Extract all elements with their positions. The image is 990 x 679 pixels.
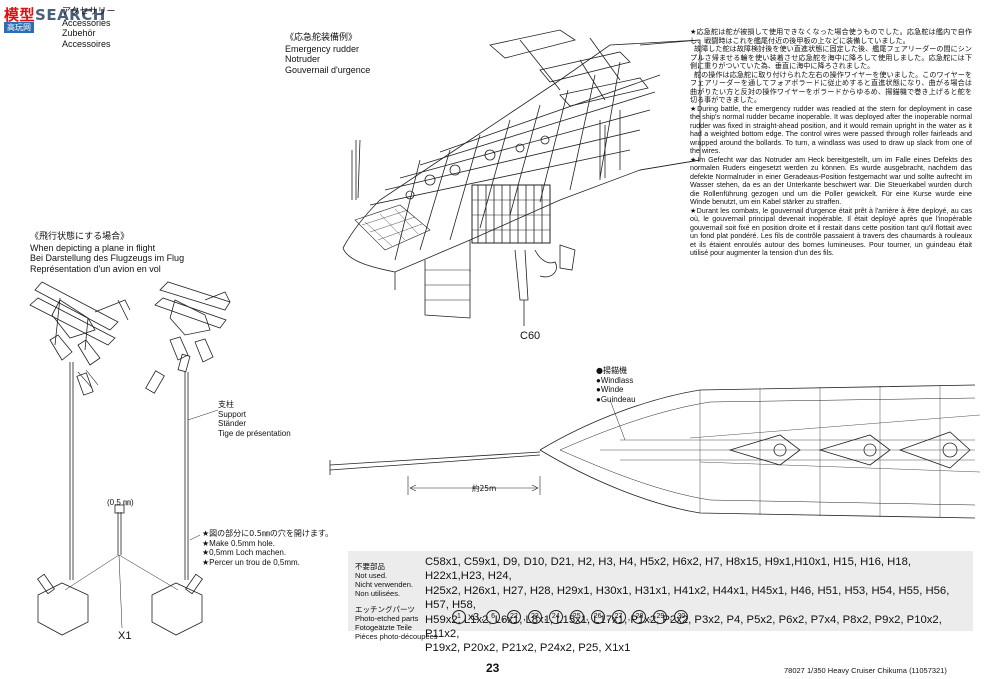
ship-stern-drawing: [342, 29, 701, 326]
pe-part: 29: [653, 610, 668, 624]
emergency-rudder-description: ★応急舵は舵が被損して使用できなくなった場合使うものでした。応急舵は艦内で自作し…: [690, 27, 972, 257]
pe-part: 24: [548, 610, 563, 624]
distance-label: 約25m: [472, 484, 497, 493]
pe-part: 27: [611, 610, 626, 624]
not-used-parts-list: C58x1, C59x1, D9, D10, D21, H2, H3, H4, …: [425, 556, 950, 655]
ship-top-view-drawing: [329, 384, 981, 519]
hole-note: ★図の部分に0.5㎜の穴を開けます。 ★Make 0.5mm hole. ★0,…: [202, 529, 334, 567]
accessories-heading: アクセサリー Accessories Zubehör Accessoires: [62, 7, 116, 49]
watermark-logo: 模型SEARCH: [4, 6, 106, 24]
pe-part: 26: [590, 610, 605, 624]
support-label: 支柱 Support Ständer Tige de présentation: [218, 400, 291, 438]
pe-part: 22: [506, 610, 521, 624]
flight-planes-drawing: [29, 281, 231, 636]
photo-etched-parts-list: 1 x3 ,6 ,22 ,23 ,24 ,25 ,26 ,27 ,28 ,29 …: [452, 610, 689, 624]
photo-etched-label: エッチングパーツ Photo-etched parts Fotogeätzte …: [355, 605, 438, 641]
pe-part: 1: [452, 610, 466, 624]
not-used-label: 不要部品 Not used. Nicht verwenden. Non util…: [355, 562, 413, 598]
pe-part: 28: [632, 610, 647, 624]
part-label-x1: X1: [118, 630, 132, 642]
hole-size-label: (0.5 ㎜): [107, 498, 134, 507]
pe-part: 30: [674, 610, 689, 624]
page-number: 23: [486, 661, 500, 675]
watermark-sub: 高玩网: [4, 22, 34, 33]
footer-product-code: 78027 1/350 Heavy Cruiser Chikuma (11057…: [784, 666, 947, 675]
flight-heading: 《飛行状態にする場合》 When depicting a plane in fl…: [30, 232, 185, 274]
emergency-rudder-heading: 《応急舵装備例》 Emergency rudder Notruder Gouve…: [285, 33, 371, 75]
part-label-c60: C60: [520, 330, 541, 342]
pe-part-qty: x3: [468, 611, 480, 623]
pe-part: 6: [486, 610, 501, 624]
windlass-label: ●揚錨機 ●Windlass ●Winde ●Guindeau: [596, 366, 636, 404]
pe-part: 25: [569, 610, 584, 624]
pe-part: 23: [527, 610, 542, 624]
